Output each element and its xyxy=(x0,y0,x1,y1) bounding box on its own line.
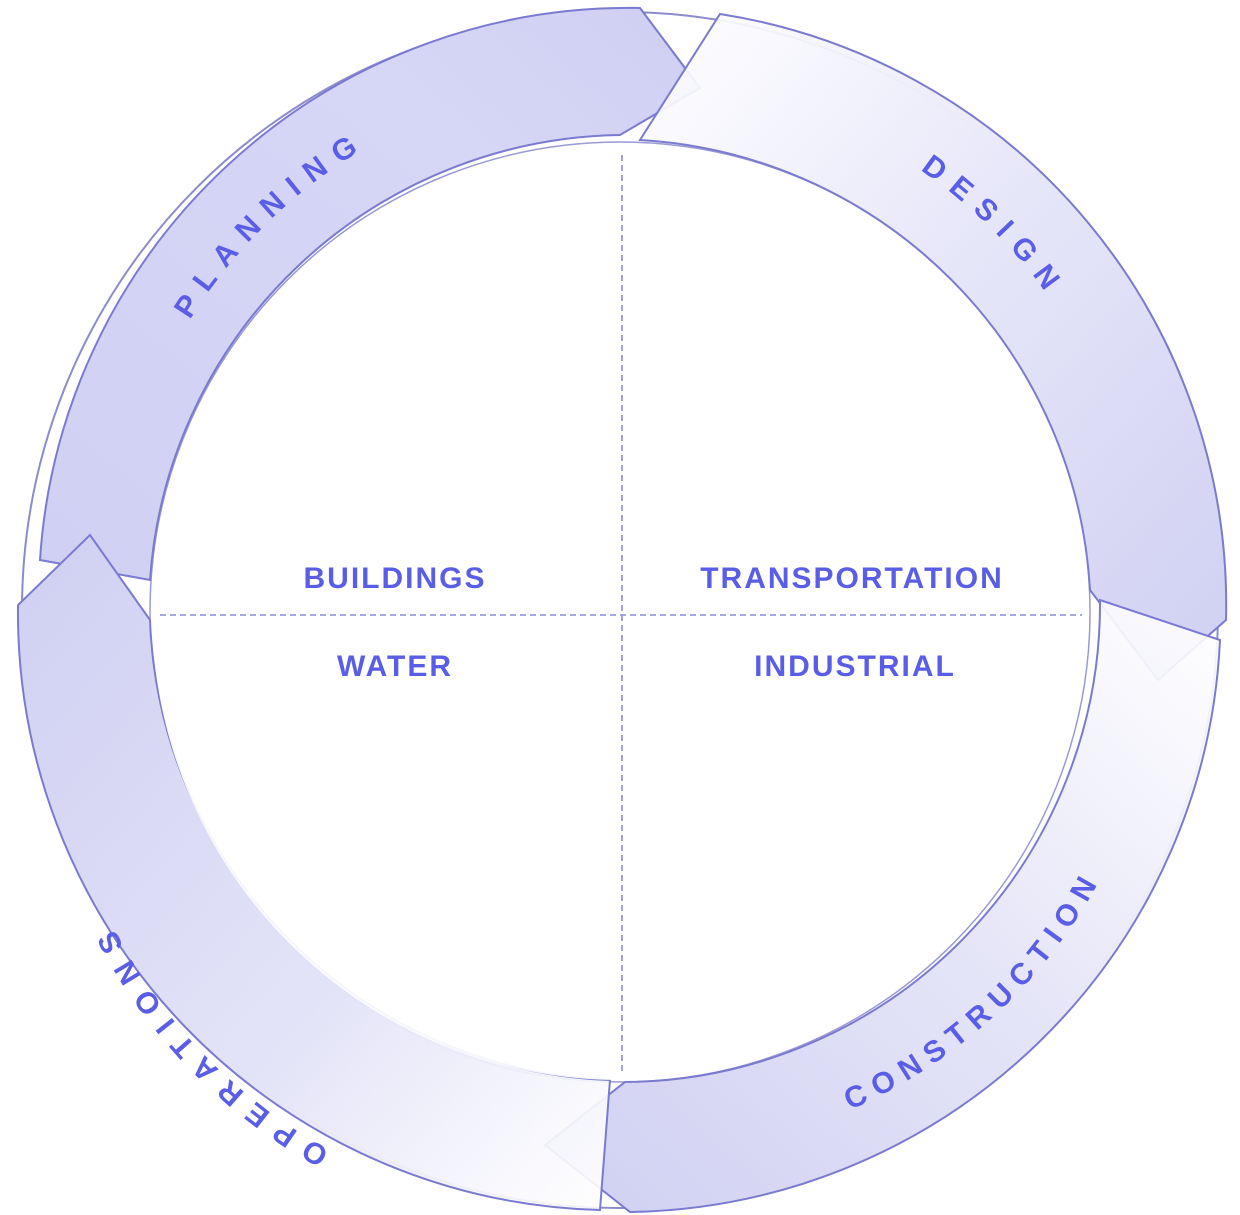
transportation-image xyxy=(660,200,1131,600)
industrial-image xyxy=(650,600,1110,1020)
water-image xyxy=(160,600,620,1020)
sector-label-industrial: INDUSTRIAL xyxy=(754,650,956,683)
sector-label-water: WATER xyxy=(337,650,453,683)
sector-label-buildings: BUILDINGS xyxy=(304,562,487,595)
buildings-image xyxy=(160,170,600,610)
sector-label-transportation: TRANSPORTATION xyxy=(700,562,1004,595)
